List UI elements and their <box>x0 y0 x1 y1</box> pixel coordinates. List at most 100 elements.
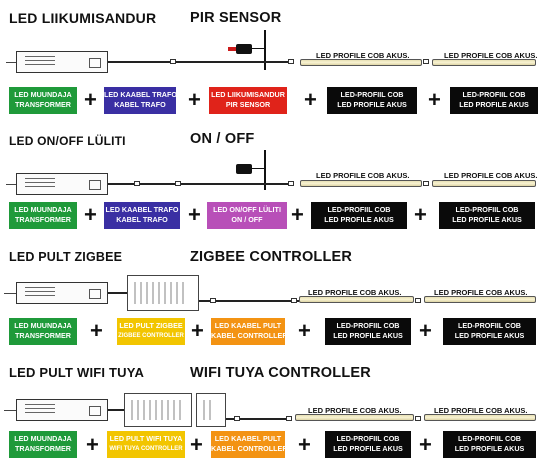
box-line1: LED-PROFIIL COB <box>455 205 519 214</box>
box-line1: LED PULT ZIGBEE <box>119 321 183 330</box>
component-box: LED PULT WIFI TUYA WIFI TUYA CONTROLLER <box>107 431 185 458</box>
box-line1: LED KAABEL TRAFO <box>105 205 179 214</box>
plus-sign: + <box>90 318 103 343</box>
box-line2: LED PROFILE AKUS <box>324 215 394 224</box>
plus-sign: + <box>304 87 317 112</box>
component-box: LED-PROFIIL COB LED PROFILE AKUS <box>311 202 407 229</box>
section-title-en: PIR SENSOR <box>190 10 282 26</box>
component-box: LED PULT ZIGBEE ZIGBEE CONTROLLER <box>117 318 185 345</box>
strip-label: LED PROFILE COB AKUS. <box>316 51 410 60</box>
strip-label: LED PROFILE COB AKUS. <box>444 171 538 180</box>
plus-sign: + <box>86 432 99 457</box>
box-line1: LED-PROFIIL COB <box>336 434 400 443</box>
section-title-en: WIFI TUYA CONTROLLER <box>190 365 371 381</box>
plus-sign: + <box>84 87 97 112</box>
section-title-et: LED ON/OFF LÜLITI <box>9 134 126 148</box>
box-line2: TRANSFORMER <box>15 444 71 453</box>
transformer-illustration <box>16 399 108 421</box>
led-strip <box>300 59 422 66</box>
box-line1: LED PULT WIFI TUYA <box>109 434 183 443</box>
component-box: LED-PROFIIL COB LED PROFILE AKUS <box>443 431 536 458</box>
box-line1: LED LIIKUMISANDUR <box>211 90 285 99</box>
component-box: LED KAABEL TRAFO KABEL TRAFO <box>104 202 180 229</box>
component-box: LED KAABEL PULT KABEL CONTROLLER <box>211 318 288 345</box>
box-line1: LED MUUNDAJA <box>14 205 72 214</box>
box-line1: LED-PROFIIL COB <box>462 90 526 99</box>
plus-sign: + <box>188 202 201 227</box>
component-box: LED MUUNDAJA TRANSFORMER <box>9 318 77 345</box>
led-strip <box>432 180 536 187</box>
section-title-en: ZIGBEE CONTROLLER <box>190 249 353 265</box>
plus-sign: + <box>190 432 203 457</box>
component-box: LED-PROFIIL COB LED PROFILE AKUS <box>325 318 411 345</box>
led-strip <box>295 414 414 421</box>
box-line2: KABEL TRAFO <box>116 215 168 224</box>
strip-label: LED PROFILE COB AKUS. <box>434 288 528 297</box>
component-box: LED KAABEL PULT KABEL CONTROLLER <box>211 431 288 458</box>
led-strip <box>424 414 536 421</box>
box-line2: LED PROFILE AKUS <box>452 215 522 224</box>
strip-label: LED PROFILE COB AKUS. <box>308 288 402 297</box>
component-box: LED MUUNDAJA TRANSFORMER <box>9 431 77 458</box>
led-strip <box>299 296 414 303</box>
strip-label: LED PROFILE COB AKUS. <box>308 406 402 415</box>
component-box: LED KAABEL TRAFO KABEL TRAFO <box>104 87 177 114</box>
led-strip <box>300 180 422 187</box>
box-line2: ZIGBEE CONTROLLER <box>118 333 184 339</box>
box-line1: LED-PROFIIL COB <box>458 321 521 330</box>
remote-illustration <box>196 393 226 427</box>
section-title-et: LED LIIKUMISANDUR <box>9 10 157 26</box>
plus-sign: + <box>419 318 432 343</box>
box-line1: LED MUUNDAJA <box>14 434 72 443</box>
box-line2: LED PROFILE AKUS <box>337 100 407 109</box>
box-line2: TRANSFORMER <box>15 331 71 340</box>
led-strip <box>432 59 536 66</box>
component-box: LED MUUNDAJA TRANSFORMER <box>9 87 77 114</box>
box-line2: LED PROFILE AKUS <box>333 444 403 453</box>
box-line1: LED MUUNDAJA <box>14 90 72 99</box>
section-title-en: ON / OFF <box>190 131 255 147</box>
plus-sign: + <box>291 202 304 227</box>
box-line2: ON / OFF <box>231 215 263 224</box>
box-line2: LED PROFILE AKUS <box>454 331 525 340</box>
component-box: LED LIIKUMISANDUR PIR SENSOR <box>209 87 287 114</box>
box-line2: TRANSFORMER <box>15 100 71 109</box>
box-line2: LED PROFILE AKUS <box>459 100 529 109</box>
box-line1: LED KAABEL TRAFO <box>104 90 177 99</box>
box-line2: KABEL CONTROLLER <box>211 331 288 340</box>
component-box: LED ON/OFF LÜLITI ON / OFF <box>207 202 287 229</box>
plus-sign: + <box>188 87 201 112</box>
wifi-tuya-controller-illustration <box>124 393 192 427</box>
plus-sign: + <box>191 318 204 343</box>
box-line2: TRANSFORMER <box>15 215 71 224</box>
box-line2: WIFI TUYA CONTROLLER <box>109 446 183 452</box>
box-line2: LED PROFILE AKUS <box>333 331 403 340</box>
box-line1: LED KAABEL PULT <box>214 434 282 443</box>
transformer-illustration <box>16 173 108 195</box>
component-box: LED-PROFIIL COB LED PROFILE AKUS <box>439 202 535 229</box>
box-line2: LED PROFILE AKUS <box>454 444 525 453</box>
component-box: LED-PROFIIL COB LED PROFILE AKUS <box>443 318 536 345</box>
box-line2: KABEL TRAFO <box>114 100 166 109</box>
strip-label: LED PROFILE COB AKUS. <box>316 171 410 180</box>
box-line1: LED-PROFIIL COB <box>340 90 404 99</box>
plus-sign: + <box>428 87 441 112</box>
box-line1: LED KAABEL PULT <box>214 321 282 330</box>
component-box: LED MUUNDAJA TRANSFORMER <box>9 202 77 229</box>
component-box: LED-PROFIIL COB LED PROFILE AKUS <box>325 431 411 458</box>
section-title-et: LED PULT WIFI TUYA <box>9 365 145 380</box>
transformer-illustration <box>16 51 108 73</box>
strip-label: LED PROFILE COB AKUS. <box>434 406 528 415</box>
box-line1: LED-PROFIIL COB <box>336 321 400 330</box>
plus-sign: + <box>419 432 432 457</box>
transformer-illustration <box>16 282 108 304</box>
box-line2: KABEL CONTROLLER <box>211 444 288 453</box>
box-line2: PIR SENSOR <box>225 100 271 109</box>
plus-sign: + <box>84 202 97 227</box>
section-title-et: LED PULT ZIGBEE <box>9 250 123 264</box>
box-line1: LED-PROFIIL COB <box>327 205 391 214</box>
strip-label: LED PROFILE COB AKUS. <box>444 51 538 60</box>
plus-sign: + <box>298 432 311 457</box>
zigbee-controller-illustration <box>127 275 199 311</box>
box-line1: LED MUUNDAJA <box>14 321 72 330</box>
